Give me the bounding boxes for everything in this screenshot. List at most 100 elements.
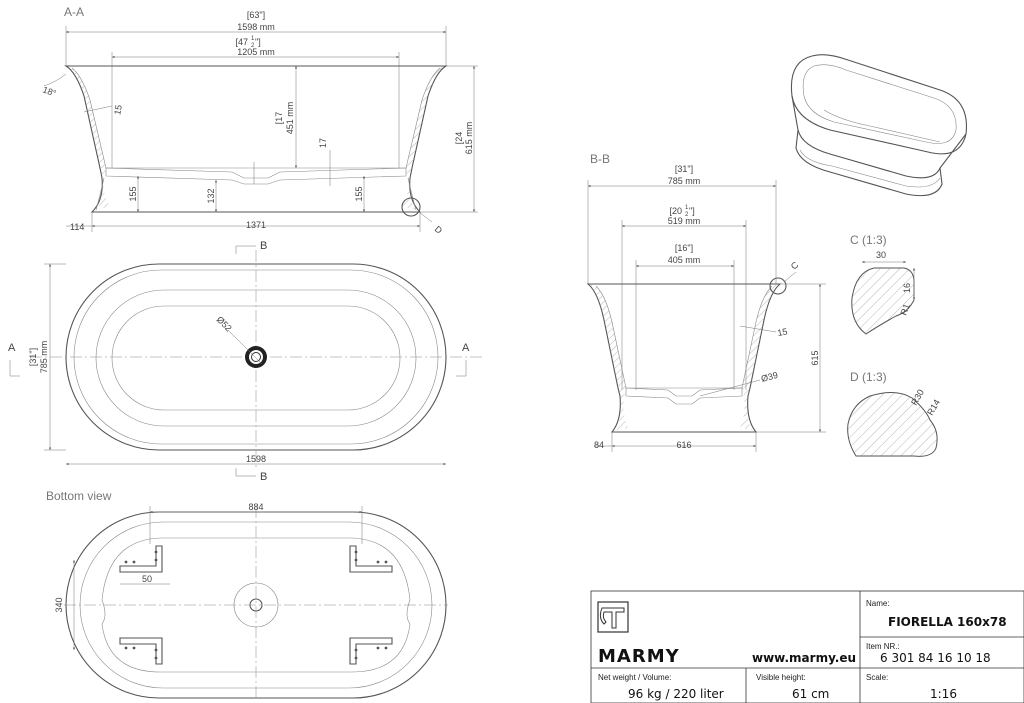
dim-right-base: 155 xyxy=(354,186,364,201)
dim-bottom-thickness: 17 xyxy=(318,138,328,148)
section-mark-b-bottom: B xyxy=(260,471,267,483)
dim-overall-length-mm: 1598 mm xyxy=(237,22,275,32)
dim-depth-inch: [17 xyxy=(274,112,284,125)
name-label: Name: xyxy=(866,599,890,608)
foot-line-left xyxy=(95,177,105,211)
section-bb-title: B-B xyxy=(590,152,610,166)
dim-bb-mid-mm: 519 mm xyxy=(668,216,701,226)
section-aa-view: A-A [63"] 1598 mm [47 1 2 "] 1205 mm 18° xyxy=(41,5,478,236)
section-mark-a-left: A xyxy=(8,342,16,354)
dim-length: 1598 xyxy=(246,454,266,464)
scale-label: Scale: xyxy=(866,673,888,682)
tub-section-outer xyxy=(64,65,448,213)
dim-bb-top-inch: [31"] xyxy=(675,164,693,174)
dim-inner-frac-num: 1 xyxy=(251,36,255,42)
angle-arc xyxy=(43,73,67,87)
foot-bracket-br xyxy=(349,637,393,665)
name-value: FIORELLA 160x78 xyxy=(888,615,1007,629)
dim-left-base: 155 xyxy=(128,186,138,201)
drain-leader xyxy=(699,379,761,397)
dim-height-mm: 615 mm xyxy=(464,122,474,155)
dim-width-mm: 785 mm xyxy=(39,341,49,374)
dim-d-radius-a: R30 xyxy=(909,388,926,407)
bb-section-hatch-right xyxy=(740,284,780,430)
foot-line-right xyxy=(407,177,417,211)
brand-name: MARMY xyxy=(598,646,680,667)
dim-bb-mid-close: "] xyxy=(689,206,695,216)
detail-d-ref: D xyxy=(433,224,445,236)
item-value: 6 301 84 16 10 18 xyxy=(880,651,991,665)
detail-d-title: D (1:3) xyxy=(850,370,887,384)
dim-bb-inner-inch: [16"] xyxy=(675,243,693,253)
weight-label: Net weight / Volume: xyxy=(598,673,671,682)
iso-plinth-line xyxy=(799,149,941,188)
wall-leader xyxy=(83,105,113,113)
detail-c-view: C (1:3) 30 16 R1 xyxy=(850,233,916,335)
dim-bb-height: 615 xyxy=(810,350,820,365)
dim-foot-offset: 50 xyxy=(142,574,152,584)
dim-inner-close: "] xyxy=(255,37,261,47)
detail-c-title: C (1:3) xyxy=(850,233,887,247)
title-block: MARMY www.marmy.eu Name: FIORELLA 160x78… xyxy=(590,590,1024,703)
dim-width-inch: [31"] xyxy=(28,348,38,366)
iso-rim-inner xyxy=(802,64,957,144)
dim-bb-left-offset: 84 xyxy=(594,440,604,450)
foot-bracket-bl xyxy=(119,637,163,665)
foot-bracket-tl xyxy=(119,545,163,573)
wall-leader xyxy=(739,325,777,333)
foot-bracket-tr xyxy=(349,545,393,573)
section-aa-title: A-A xyxy=(64,5,84,19)
dim-c-radius: R1 xyxy=(898,302,911,316)
section-mark-b-top: B xyxy=(260,240,267,252)
dim-bb-mid-frac-num: 1 xyxy=(685,205,689,211)
detail-d-marker xyxy=(401,197,421,217)
detail-leader xyxy=(418,211,433,223)
dim-bb-wall: 15 xyxy=(777,326,789,338)
dim-bb-base-length: 616 xyxy=(676,440,691,450)
dim-wall: 15 xyxy=(112,104,124,116)
height-value: 61 cm xyxy=(792,687,829,701)
dim-bottom-length: 884 xyxy=(248,502,263,512)
dim-angle: 18° xyxy=(41,84,58,98)
isometric-view xyxy=(790,54,968,197)
dim-inner-frac-den: 2 xyxy=(251,43,255,49)
item-label: Item NR.: xyxy=(866,642,900,651)
dim-base-length: 1371 xyxy=(246,220,266,230)
detail-c-profile xyxy=(851,267,915,335)
marmy-faucet-logo-icon xyxy=(597,601,629,633)
bottom-view-foot-ring xyxy=(101,537,411,673)
bottom-view: Bottom view xyxy=(46,489,448,700)
dim-left-offset: 114 xyxy=(70,222,84,232)
detail-c-ref: C xyxy=(789,259,801,271)
website-link[interactable]: www.marmy.eu xyxy=(752,651,856,665)
iso-basin-floor xyxy=(823,109,941,143)
height-label: Visible height: xyxy=(756,673,806,682)
dim-bb-inner-mm: 405 mm xyxy=(668,255,701,265)
dim-depth-mm: 451 mm xyxy=(285,102,295,135)
dim-bb-mid-frac-den: 2 xyxy=(685,212,689,218)
drain-diameter: Ø52 xyxy=(215,314,234,333)
bb-section-bottom xyxy=(625,387,743,405)
tub-section-hatch-right xyxy=(402,66,446,210)
tub-section-inner xyxy=(71,67,441,169)
bb-section-hatch-left xyxy=(588,284,628,430)
detail-leader xyxy=(784,271,797,282)
tub-section-bottom-slab xyxy=(105,167,407,185)
detail-c-marker xyxy=(769,277,787,295)
iso-rim-outer xyxy=(790,54,968,155)
dim-bottom-width: 340 xyxy=(54,597,64,612)
dim-c-width: 30 xyxy=(876,250,886,260)
scale-value: 1:16 xyxy=(930,687,957,701)
dim-c-height: 16 xyxy=(902,283,912,293)
dim-inner-length-inch: [47 xyxy=(235,37,248,47)
dim-center-base: 132 xyxy=(206,188,216,203)
dim-inner-length-mm: 1205 mm xyxy=(237,47,275,57)
detail-d-view: D (1:3) R30 R14 xyxy=(847,370,942,457)
weight-value: 96 kg / 220 liter xyxy=(628,687,724,701)
dim-height-inch: [24 xyxy=(454,132,464,145)
dim-bb-top-mm: 785 mm xyxy=(668,176,701,186)
iso-plinth xyxy=(795,129,943,197)
tub-section-hatch-left xyxy=(66,66,110,210)
dim-d-radius-b: R14 xyxy=(925,398,942,417)
drain-leader xyxy=(227,329,263,365)
